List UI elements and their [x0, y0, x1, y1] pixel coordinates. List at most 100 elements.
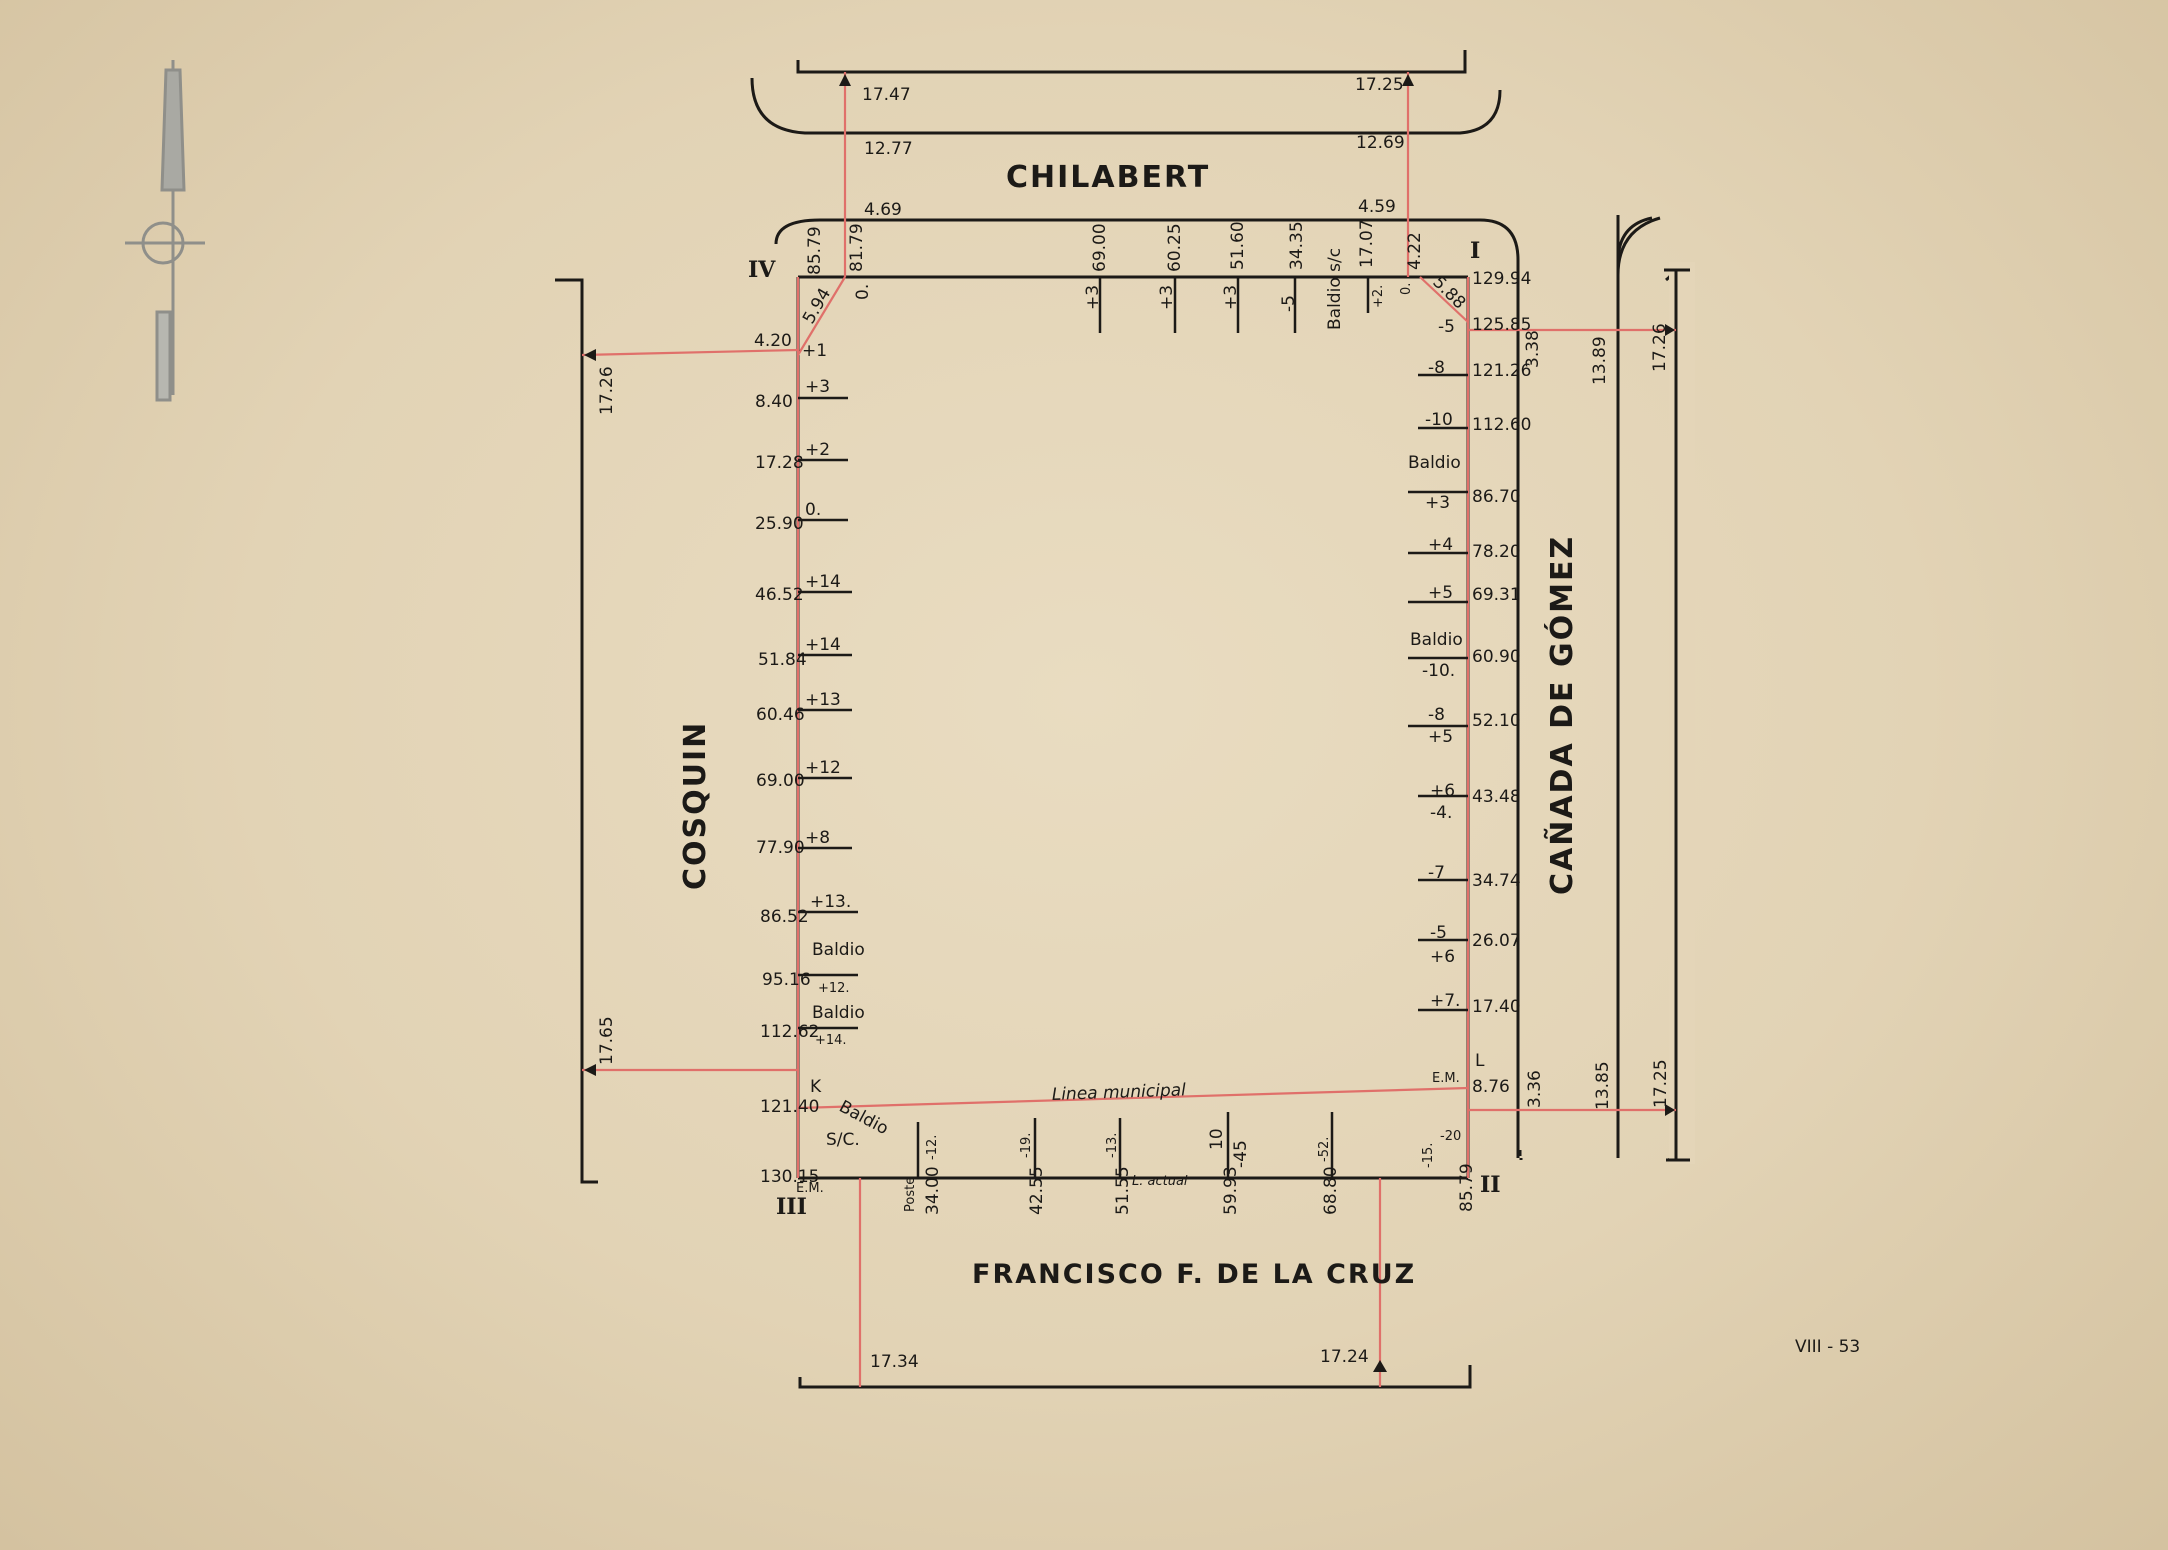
north-dist: 34.35 [1287, 221, 1307, 270]
dim-top-left-low: 4.69 [864, 200, 902, 220]
north-dist: 4.22 [1405, 232, 1425, 270]
north-level: 0. [853, 284, 873, 300]
east-dist: 78.20 [1472, 542, 1521, 562]
west-dist: 60.46 [756, 705, 805, 725]
marker-l: L [1475, 1051, 1485, 1071]
west-level: 0. [805, 500, 821, 520]
dim-top-left-mid: 12.77 [864, 139, 913, 159]
west-dist: 121.40 [760, 1097, 819, 1117]
west-dist: 51.84 [758, 650, 807, 670]
east-dist: 34.74 [1472, 871, 1521, 891]
east-level: -5 [1438, 317, 1455, 337]
corner-label-iii: III [776, 1194, 807, 1220]
east-ticks [1408, 373, 1468, 1012]
east-level2: -4. [1430, 803, 1452, 823]
corner-label-i: I [1470, 238, 1480, 264]
north-side-readings: 85.79 81.79 0. 69.00 +3 60.25 +3 51.60 +… [805, 219, 1425, 330]
dim-top-right-low: 4.59 [1358, 197, 1396, 217]
dim-top-left-width: 17.47 [862, 85, 911, 105]
marker-em-left: E.M. [796, 1181, 824, 1196]
south-dist: 34.00 [923, 1166, 943, 1215]
west-dist: 8.40 [755, 392, 793, 412]
east-level2: +5 [1428, 727, 1453, 747]
street-name-top: CHILABERT [1006, 160, 1210, 195]
south-dist: 51.55 [1113, 1166, 1133, 1215]
south-side-readings: 34.00 -12. 42.55 -19. 51.55 -13. 59.93 -… [923, 1128, 1477, 1215]
street-name-left: COSQUIN [678, 721, 713, 890]
west-level: +2 [805, 440, 830, 460]
east-dist: 86.70 [1472, 487, 1521, 507]
south-dist: 42.55 [1027, 1166, 1047, 1215]
street-name-right: CAÑADA DE GÓMEZ [1543, 535, 1580, 895]
west-dist: 25.90 [755, 514, 804, 534]
east-level: -20 [1440, 1129, 1461, 1144]
north-level: +3 [1157, 285, 1177, 310]
north-level: +2. [1371, 285, 1386, 308]
south-level: -52. [1317, 1137, 1332, 1162]
west-level: +12 [805, 758, 841, 778]
north-arrow-icon [125, 60, 205, 402]
south-level: -13. [1105, 1133, 1120, 1158]
arrowheads [584, 74, 1675, 1372]
south-level: -45 [1231, 1140, 1251, 1168]
north-dist: 60.25 [1165, 223, 1185, 272]
south-ticks [916, 1112, 1334, 1178]
south-level: -19. [1019, 1133, 1034, 1158]
west-level: +13 [805, 690, 841, 710]
north-ticks [1098, 277, 1370, 333]
west-dist: 77.90 [756, 838, 805, 858]
east-level: -8 [1428, 358, 1445, 378]
north-dist: 51.60 [1228, 221, 1248, 270]
west-dist: 46.52 [755, 585, 804, 605]
north-dist: 85.79 [805, 226, 825, 275]
paper-patch [1669, 262, 1695, 1164]
east-level: -7 [1428, 863, 1445, 883]
east-dist: 17.40 [1472, 997, 1521, 1017]
east-level: +3 [1425, 493, 1450, 513]
dim-top-right-width: 17.25 [1355, 75, 1404, 95]
east-level: -10 [1425, 410, 1453, 430]
east-side-readings: 129.94 125.85 -5 121.26 -8 112.60 -10 86… [1408, 269, 1531, 1168]
north-dist: 81.79 [847, 223, 867, 272]
poste-label: Poste [903, 1177, 918, 1212]
east-level: +5 [1428, 583, 1453, 603]
marker-em-right: E.M. [1432, 1071, 1460, 1086]
north-note: Baldio s/c [1325, 248, 1345, 330]
dim-left-upper-width: 17.26 [597, 366, 617, 415]
east-dist: 60.90 [1472, 647, 1521, 667]
west-note: Baldio [812, 1003, 865, 1023]
west-level: +12. [818, 981, 850, 996]
east-dist: 26.07 [1472, 931, 1521, 951]
north-level: +3 [1221, 285, 1241, 310]
linea-municipal-label: Linea municipal [1051, 1080, 1186, 1105]
west-note: Baldio [812, 940, 865, 960]
east-level: +7. [1430, 991, 1460, 1011]
west-dist: 95.16 [762, 970, 811, 990]
block-outline [796, 275, 1470, 1180]
west-dist: 130.15 [760, 1167, 819, 1187]
street-name-bottom: FRANCISCO F. DE LA CRUZ [972, 1259, 1416, 1290]
dim-bottom-left-width: 17.34 [870, 1352, 919, 1372]
right-curbs [1518, 216, 1690, 1162]
south-dist: 68.80 [1321, 1166, 1341, 1215]
west-ticks [798, 396, 858, 1030]
dim-bottom-right-width: 17.24 [1320, 1347, 1369, 1367]
east-dist: 129.94 [1472, 269, 1531, 289]
east-level2: +6 [1430, 947, 1455, 967]
east-note: Baldio [1410, 630, 1463, 650]
west-top-level: +1 [802, 341, 827, 361]
north-level: +3 [1083, 285, 1103, 310]
south-level2: 10 [1207, 1128, 1227, 1150]
west-level: +14. [815, 1033, 847, 1048]
west-dist: 17.28 [755, 453, 804, 473]
north-level: 0. [1399, 283, 1414, 295]
east-dist: 125.85 [1472, 315, 1531, 335]
dim-right-upper-a: 3.38 [1523, 330, 1543, 368]
east-level: -5 [1430, 923, 1447, 943]
west-side-readings: 8.40 +3 17.28 +2 25.90 0. 46.52 +14 51.8… [755, 341, 865, 1187]
north-level: -5 [1279, 295, 1299, 312]
east-dist: 121.26 [1472, 361, 1531, 381]
east-level: -10. [1422, 661, 1455, 681]
east-dist: 112.60 [1472, 415, 1531, 435]
